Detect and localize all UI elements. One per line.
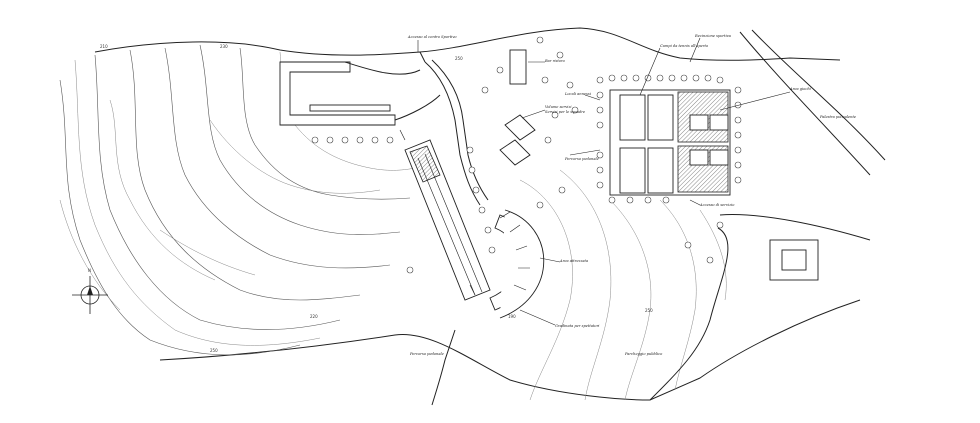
labels: Accesso al centro Sportivo Bar ristoro V… [88, 34, 856, 356]
elevation-3: 250 [455, 56, 463, 61]
leader-lines [399, 37, 791, 326]
label-volume-b: Servizi per le squadre [545, 110, 585, 114]
site-boundary [94, 27, 861, 401]
roads [424, 29, 886, 406]
elevation-6: 190 [508, 314, 516, 319]
north-arrow [72, 276, 108, 314]
label-bar-area: Area giochi [789, 87, 811, 91]
grandstand [489, 209, 545, 319]
north-label: N [88, 268, 91, 273]
contours [59, 44, 727, 401]
tennis-complex [609, 89, 731, 196]
label-parking: Parcheggio pubblico [624, 352, 663, 356]
label-grandstand: Gradinata per spettatori [555, 324, 599, 328]
square-building [769, 239, 819, 281]
label-bar: Bar ristoro [544, 59, 566, 63]
label-path-south: Percorso pedonale [409, 352, 444, 356]
long-building [404, 139, 491, 301]
elevation-5: 250 [210, 348, 218, 353]
label-locali: Locali annessi [564, 92, 591, 96]
small-building [499, 114, 536, 166]
label-path: Percorso pedonale [564, 157, 599, 161]
elevation-4: 220 [310, 314, 318, 319]
label-sport-hall: Palestra polivalente [819, 115, 856, 119]
label-volume-a: Volume servizi [545, 105, 571, 109]
label-tennis: Campi da tennis all'aperto [660, 44, 709, 48]
bar-building [509, 49, 527, 85]
label-rail: Recinzione sportiva [694, 34, 731, 38]
elevation-7: 250 [645, 308, 653, 313]
elevation-2: 230 [220, 44, 228, 49]
elevation-1: 210 [100, 44, 108, 49]
parking-area [279, 61, 441, 126]
label-access-road: Accesso al centro Sportivo [407, 35, 457, 39]
trees [311, 36, 742, 274]
label-pool-south: Area attrezzata [559, 259, 588, 263]
label-service: Accesso di servizio [699, 203, 735, 207]
